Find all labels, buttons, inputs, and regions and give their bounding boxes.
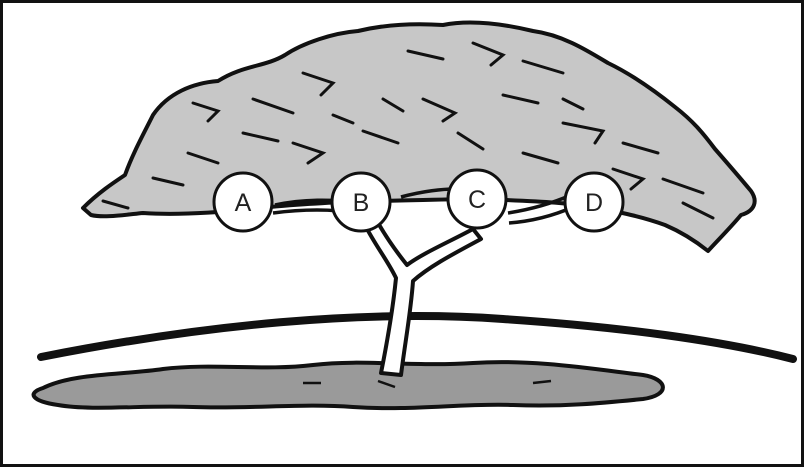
marker-a: A <box>214 173 272 231</box>
marker-b: B <box>332 173 390 231</box>
marker-d: D <box>565 173 623 231</box>
tree-canopy <box>83 23 755 251</box>
horizon-line <box>41 316 793 359</box>
marker-b-label: B <box>353 189 370 217</box>
marker-a-label: A <box>235 189 252 217</box>
marker-c: C <box>448 170 506 228</box>
ground-shadow <box>34 362 663 408</box>
marker-d-label: D <box>585 189 603 217</box>
marker-c-label: C <box>468 186 486 214</box>
tree-trunk <box>365 221 481 375</box>
tree-illustration: A B C D <box>3 3 801 464</box>
